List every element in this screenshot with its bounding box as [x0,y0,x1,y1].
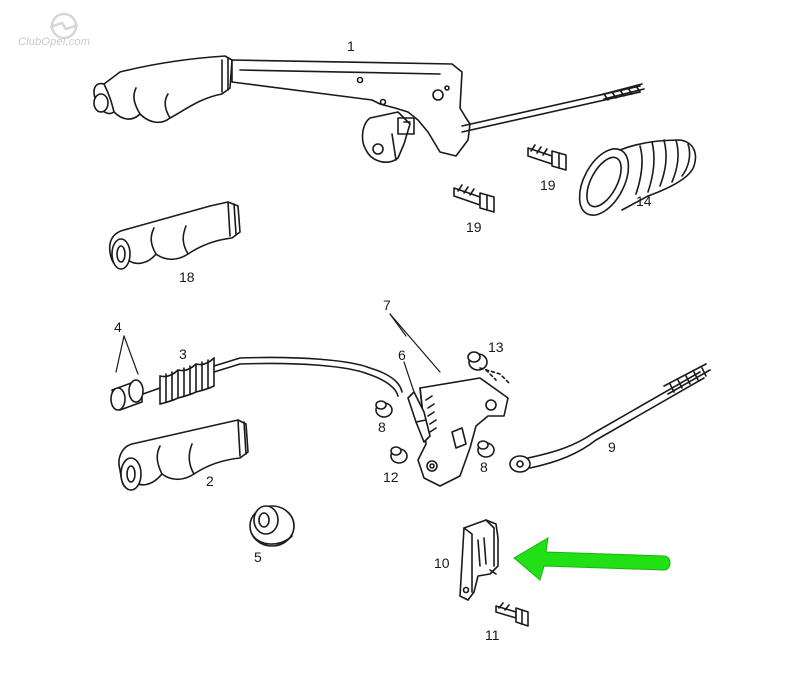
bush-part-5 [249,505,295,547]
grip-part-2 [118,419,249,491]
callout-11: 11 [485,627,500,643]
lever-assembly-part-1 [93,55,645,163]
callout-4: 4 [114,319,122,335]
callout-19-right: 19 [540,177,556,193]
bush-part-13 [467,351,511,385]
bracket-part-10 [459,519,499,601]
green-pointer-arrow [513,537,671,581]
screw-part-11 [495,602,529,627]
callout-8-left: 8 [378,419,386,435]
bush-part-8-left [375,400,393,418]
callout-1: 1 [347,38,355,54]
bush-part-12 [390,446,408,464]
rubber-boot-part-14 [578,139,697,216]
ratchet-plate-part-7 [417,377,509,487]
bolt-part-19-right [527,144,567,171]
callout-10: 10 [434,555,450,571]
watermark-logo [12,10,122,56]
callout-8-right: 8 [480,459,488,475]
spring-rod-part-3 [159,356,403,405]
callout-7: 7 [383,297,391,313]
callout-5: 5 [254,549,262,565]
callout-9: 9 [608,439,616,455]
leader-lines [115,313,441,393]
callout-3: 3 [179,346,187,362]
callout-19-left: 19 [466,219,482,235]
bolt-part-19-left [453,184,495,213]
callout-14: 14 [636,193,652,209]
watermark-text: ClubOpel.com [18,36,91,48]
callout-12: 12 [383,469,399,485]
bush-part-8-right [477,440,495,458]
adjusting-rod-part-9 [509,363,711,473]
grip-part-18 [108,201,241,270]
callout-labels: 1 2 3 4 5 6 7 8 8 9 10 11 12 13 14 18 19… [114,38,652,643]
callout-18: 18 [179,269,195,285]
callout-2: 2 [206,473,214,489]
callout-6: 6 [398,347,406,363]
callout-13: 13 [488,339,504,355]
release-button-part-4 [110,379,161,411]
